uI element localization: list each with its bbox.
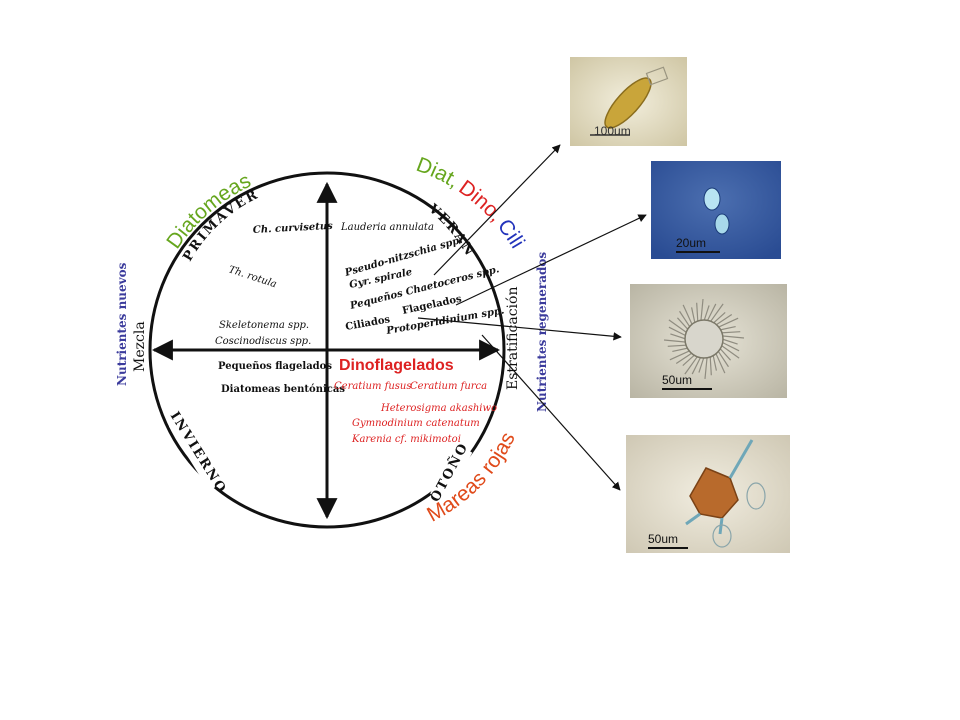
invierno-label-box: INVIERNO [167, 409, 230, 497]
micrograph-4 [626, 435, 790, 553]
species-diat-bentonicas: Diatomeas bentónicas [221, 384, 345, 395]
spine [700, 298, 704, 322]
scalebar-photo-4-label: 50um [648, 532, 679, 546]
spine [709, 303, 724, 323]
species-heterosigma: Heterosigma akashiwo [380, 403, 497, 414]
spine [706, 303, 717, 322]
spine [703, 305, 710, 322]
spine [712, 354, 717, 371]
spine [720, 344, 740, 359]
spine [721, 335, 745, 339]
spine [668, 326, 687, 337]
spine [668, 319, 688, 334]
cell-spiky-dinoflagellate [663, 298, 745, 380]
spine [715, 352, 726, 374]
species-ceratium-furca: Ceratium furca [410, 381, 487, 392]
spine [682, 354, 696, 367]
species-ceratium-fusus: Ceratium fusus [334, 381, 411, 392]
cell-dinoflagellate-1 [604, 77, 652, 129]
spine [717, 350, 729, 368]
spine [675, 352, 693, 364]
spine [670, 333, 687, 340]
spine [720, 331, 741, 334]
spine [715, 314, 733, 326]
species-skeletonema: Skeletonema spp. [219, 320, 309, 331]
scalebar-photo-4: 50um [648, 533, 688, 549]
label-nutrientes-nuevos: Nutrientes nuevos [115, 262, 129, 386]
scalebar-photo-3-label: 50um [662, 373, 693, 387]
scalebar-photo-1-label: 100um [594, 124, 631, 138]
label-mezcla: Mezcla [132, 321, 148, 372]
species-lauderia: Lauderia annulata [340, 222, 434, 233]
spine [717, 317, 739, 328]
species-ch-curvisetus: Ch. curvisetus [253, 221, 334, 236]
spine [698, 356, 705, 373]
species-th-rotula: Th. rotula [227, 264, 278, 290]
scalebar-photo-2-label: 20um [676, 236, 707, 250]
primavera-label-box: PRIMAVERA [0, 0, 262, 264]
spine [719, 326, 736, 331]
label-cili: Cili [493, 215, 529, 252]
arrow-to-photo-1 [433, 144, 561, 276]
spine [676, 317, 689, 331]
scalebar-photo-1: 100um [594, 125, 631, 137]
spine [667, 344, 688, 347]
spine [669, 350, 691, 361]
spine [663, 339, 687, 343]
svg-text:PRIMAVERA: PRIMAVERA [0, 0, 262, 264]
season-primavera: PRIMAVERA [0, 0, 260, 264]
species-peq-flagelados: Pequeños flagelados [218, 361, 332, 372]
species-coscinodiscus: Coscinodiscus spp. [215, 336, 311, 347]
season-invierno: INVIERNO [167, 409, 230, 497]
cell-chain-1 [645, 66, 669, 86]
arrow-to-photo-3 [417, 317, 622, 341]
season-circle [148, 171, 506, 529]
spine [684, 355, 699, 375]
label-dinoflagelados: Dinoflagelados [339, 357, 454, 374]
micrograph-3 [630, 284, 787, 398]
spine [691, 307, 696, 324]
species-gymnodinium: Gymnodinium catenatum [352, 418, 480, 429]
spine [679, 310, 691, 328]
label-nutrientes-regenerados: Nutrientes regenerados [535, 252, 549, 412]
arrow-to-photo-4 [481, 334, 621, 491]
spine [691, 356, 702, 375]
scalebar-photo-2: 20um [676, 237, 720, 253]
arrow-to-photo-2 [455, 214, 647, 306]
spine [682, 304, 693, 326]
spine [672, 347, 689, 352]
spine [696, 302, 699, 323]
cell-blue-1 [703, 187, 721, 211]
micrograph-1 [570, 57, 687, 146]
spine [721, 338, 738, 345]
species-karenia: Karenia cf. mikimotoi [351, 434, 461, 445]
species-ciliados: Ciliados [345, 314, 392, 333]
spine [704, 356, 708, 380]
scalebar-photo-3: 50um [662, 374, 712, 390]
label-estratificacion: Estratificación [505, 287, 521, 390]
spine [712, 311, 726, 324]
micrograph-2 [651, 161, 781, 259]
spine [719, 347, 732, 361]
spine [721, 341, 740, 352]
spine [709, 355, 712, 376]
cell-blue-2 [714, 213, 730, 235]
label-diat: Diat, [413, 153, 463, 193]
label-dino: Dino, [455, 176, 508, 226]
